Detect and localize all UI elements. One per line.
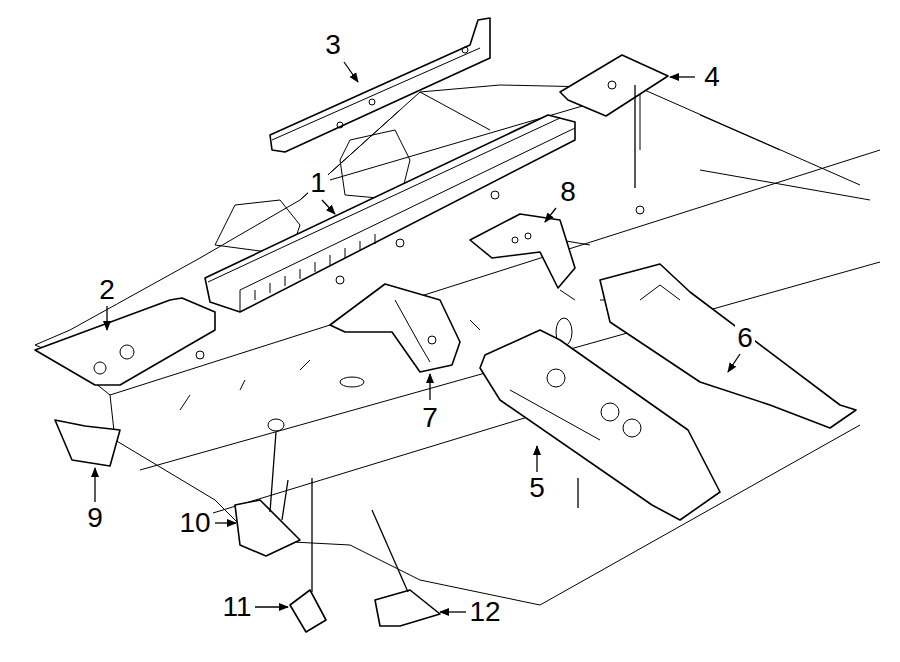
callout-number: 9 — [85, 504, 105, 532]
callout-number: 7 — [420, 404, 440, 432]
callout-number: 8 — [558, 178, 578, 206]
callout-number: 1 — [308, 169, 328, 197]
callout-number: 11 — [220, 593, 253, 621]
callout-number: 3 — [323, 31, 343, 59]
callout-number: 10 — [177, 509, 212, 537]
callout-number: 12 — [467, 598, 502, 626]
callout-number: 4 — [702, 63, 722, 91]
callout-number: 2 — [97, 276, 117, 304]
callout-number: 6 — [735, 324, 755, 352]
callout-number: 5 — [527, 474, 547, 502]
